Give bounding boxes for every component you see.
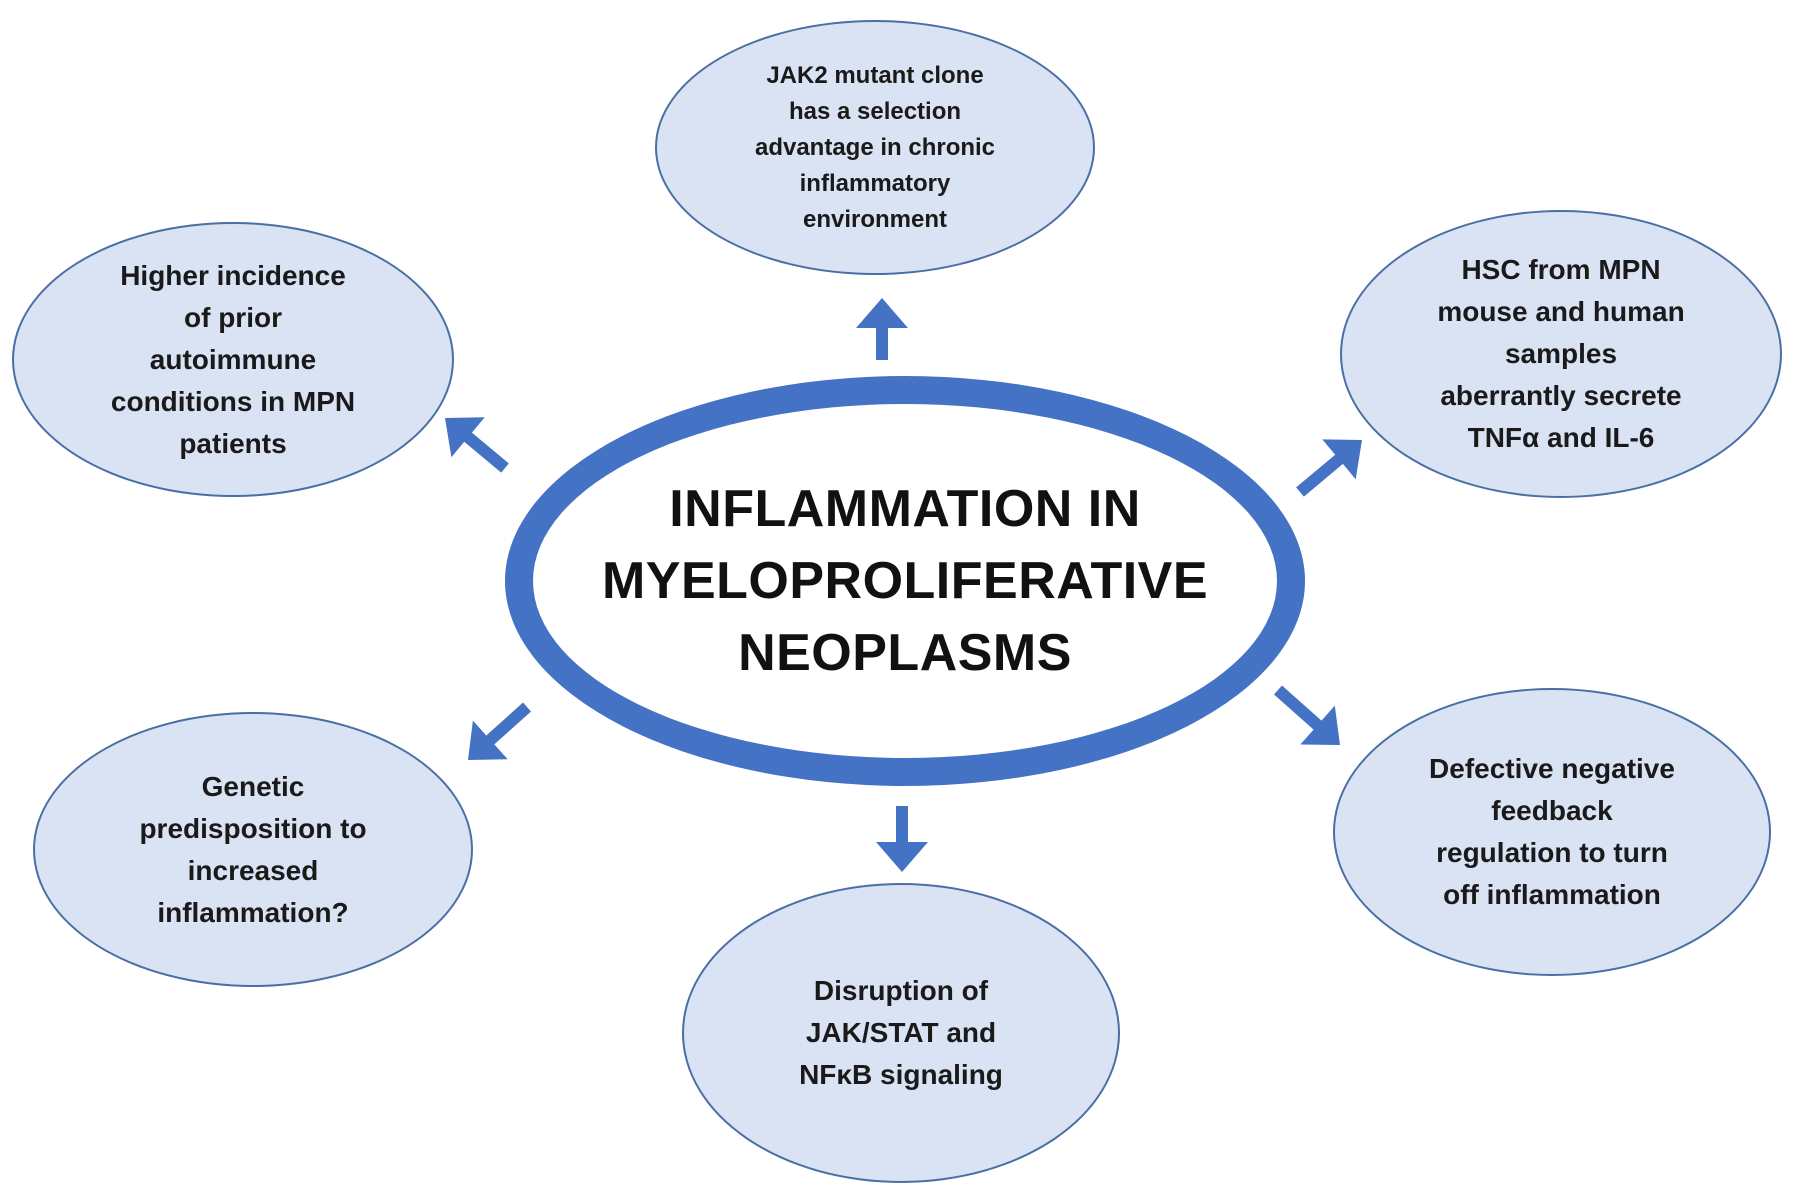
node-jak2-selection-advantage: JAK2 mutant clone has a selection advant…: [655, 20, 1095, 275]
arrow-to-upper-right: [1296, 439, 1362, 497]
node-signaling-disruption: Disruption of JAK/STAT and NFκB signalin…: [682, 883, 1120, 1183]
node-label: Disruption of JAK/STAT and NFκB signalin…: [799, 975, 1003, 1090]
node-label: Genetic predisposition to increased infl…: [139, 770, 367, 928]
center-ellipse: INFLAMMATION IN MYELOPROLIFERATIVE NEOPL…: [505, 376, 1305, 786]
node-defective-feedback: Defective negative feedback regulation t…: [1333, 688, 1771, 976]
arrow-to-upper-left: [445, 417, 509, 473]
node-label: HSC from MPN mouse and human samples abe…: [1437, 254, 1685, 453]
node-genetic-predisposition: Genetic predisposition to increased infl…: [33, 712, 473, 987]
arrow-to-bottom: [876, 806, 928, 872]
arrow-to-lower-right: [1274, 685, 1340, 745]
node-hsc-secrete-cytokines: HSC from MPN mouse and human samples abe…: [1340, 210, 1782, 498]
node-label: JAK2 mutant clone has a selection advant…: [754, 61, 996, 233]
node-autoimmune-conditions: Higher incidence of prior autoimmune con…: [12, 222, 454, 497]
node-label: Defective negative feedback regulation t…: [1429, 753, 1675, 910]
arrow-to-lower-left: [468, 702, 531, 760]
node-label: Higher incidence of prior autoimmune con…: [110, 259, 356, 459]
arrow-to-top: [856, 298, 908, 360]
center-title: INFLAMMATION IN MYELOPROLIFERATIVE NEOPL…: [601, 480, 1209, 682]
